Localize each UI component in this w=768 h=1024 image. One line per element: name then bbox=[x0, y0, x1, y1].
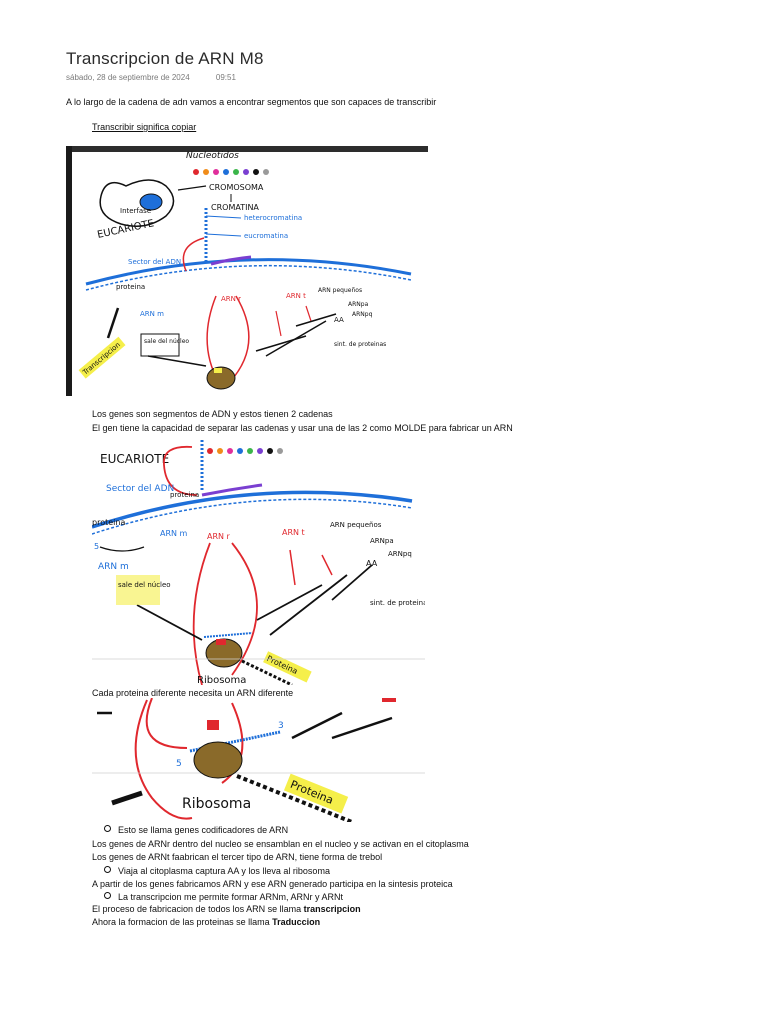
intro-text: A lo largo de la cadena de adn vamos a e… bbox=[66, 97, 437, 107]
fig3-ribosome-icon bbox=[193, 741, 243, 779]
page-time: 09:51 bbox=[215, 73, 236, 82]
nucleus-icon bbox=[139, 193, 163, 211]
fig2-arnpq: ARNpq bbox=[388, 550, 412, 558]
definition-text: Transcribir significa copiar bbox=[92, 122, 197, 132]
travels-text: Viaja al citoplasma captura AA y los lle… bbox=[118, 866, 330, 876]
fig1-aa: AA bbox=[334, 316, 344, 324]
fig1-sector: Sector del ADN bbox=[128, 258, 181, 266]
fig2-proteina-top: proteina bbox=[170, 491, 199, 499]
fig3-five-label: 5 bbox=[176, 759, 182, 769]
figure-2-svg: EUCARIOTE Sector del ADN proteina protei… bbox=[92, 435, 425, 685]
figure-2-diagram: EUCARIOTE Sector del ADN proteina protei… bbox=[92, 435, 425, 685]
page-meta: sábado, 28 de septiembre de 2024 09:51 bbox=[66, 73, 236, 82]
coding-genes-text: Esto se llama genes codificadores de ARN bbox=[118, 825, 289, 835]
process-term: transcripcion bbox=[303, 904, 361, 914]
arnt-genes-text: Los genes de ARNt faabrican el tercer ti… bbox=[92, 852, 383, 862]
dna-strand-top bbox=[85, 258, 412, 286]
fig1-sale: sale del núcleo bbox=[144, 338, 189, 345]
genes-two-strands-text: Los genes son segmentos de ADN y estos t… bbox=[92, 409, 333, 419]
transcription-forms-text: La transcripcion me permite formar ARNm,… bbox=[118, 892, 344, 902]
fig2-arnpa: ARNpa bbox=[370, 537, 394, 545]
formation-term: Traduccion bbox=[272, 917, 321, 927]
fig2-arnm-label: 5 bbox=[94, 542, 99, 551]
figure-3-diagram: 3 5 Ribosoma Proteina bbox=[92, 698, 425, 822]
cell-outline bbox=[99, 179, 175, 227]
figure-3-svg: 3 5 Ribosoma Proteina bbox=[92, 698, 425, 822]
fig1-eucromatina: eucromatina bbox=[244, 232, 288, 240]
fig1-proteina: proteina bbox=[116, 283, 145, 291]
bullet-icon bbox=[104, 892, 111, 899]
gene-template-text: El gen tiene la capacidad de separar las… bbox=[92, 423, 513, 433]
fig2-arnm: ARN m bbox=[98, 562, 129, 572]
fig1-arnt: ARN t bbox=[286, 292, 306, 300]
fig3-ribosoma: Ribosoma bbox=[182, 796, 251, 812]
fig1-interfase: Interfase bbox=[120, 207, 151, 215]
fig2-proteina: proteina bbox=[92, 518, 125, 527]
fig1-nucleotidos: Nucleotidos bbox=[186, 151, 239, 161]
bullet-icon bbox=[104, 825, 111, 832]
coding-genes-item: Esto se llama genes codificadores de ARN bbox=[104, 825, 288, 836]
fig1-arnpa: ARNpa bbox=[348, 301, 369, 308]
arnr-genes-text: Los genes de ARNr dentro del nucleo se e… bbox=[92, 839, 469, 849]
process-prefix: El proceso de fabricacion de todos los A… bbox=[92, 904, 304, 914]
fig2-sale: sale del núcleo bbox=[118, 581, 171, 589]
fig1-heterocromatina: heterocromatina bbox=[244, 214, 302, 222]
fig2-arnt: ARN t bbox=[282, 528, 305, 537]
fig2-arnm-2: ARN m bbox=[160, 529, 188, 538]
fig1-cromosoma: CROMOSOMA bbox=[209, 183, 264, 192]
page-title: Transcripcion de ARN M8 bbox=[66, 49, 264, 68]
transcription-forms-item: La transcripcion me permite formar ARNm,… bbox=[104, 892, 343, 903]
process-line: El proceso de fabricacion de todos los A… bbox=[92, 904, 361, 915]
fig2-arnr: ARN r bbox=[207, 532, 231, 541]
fig1-arn-pequenos: ARN pequeños bbox=[318, 287, 362, 294]
color-palette bbox=[207, 448, 283, 454]
fig3-three-label: 3 bbox=[278, 721, 284, 731]
fig2-ribosoma: Ribosoma bbox=[197, 675, 246, 685]
protein-needs-arn-text: Cada proteina diferente necesita un ARN … bbox=[92, 688, 294, 698]
formation-line: Ahora la formacion de las proteinas se l… bbox=[92, 917, 320, 928]
fig2-arn-pequenos: ARN pequeños bbox=[330, 521, 382, 529]
color-palette bbox=[193, 169, 269, 175]
fig1-arnpq: ARNpq bbox=[352, 311, 373, 318]
fig1-sint: sint. de proteinas bbox=[334, 341, 386, 348]
fig1-arnm: ARN m bbox=[140, 310, 164, 318]
dna-strand-top bbox=[92, 490, 413, 529]
fig2-sint: sint. de proteinas bbox=[370, 599, 425, 607]
page-date: sábado, 28 de septiembre de 2024 bbox=[66, 73, 190, 82]
figure-1-svg: Nucleotidos Interfase EUCARIOTE CROMOSOM… bbox=[66, 146, 428, 396]
fig2-aa: AA bbox=[366, 559, 378, 568]
fig2-eucariote: EUCARIOTE bbox=[100, 452, 169, 466]
formation-prefix: Ahora la formacion de las proteinas se l… bbox=[92, 917, 273, 927]
figure-1-diagram: Nucleotidos Interfase EUCARIOTE CROMOSOM… bbox=[66, 146, 428, 396]
fig2-sector: Sector del ADN bbox=[106, 484, 174, 494]
travels-item: Viaja al citoplasma captura AA y los lle… bbox=[104, 866, 330, 877]
bullet-icon bbox=[104, 866, 111, 873]
fig1-arnr: ARN r bbox=[221, 295, 241, 303]
fig1-cromatina: CROMATINA bbox=[211, 203, 259, 212]
from-genes-text: A partir de los genes fabricamos ARN y e… bbox=[92, 879, 453, 889]
